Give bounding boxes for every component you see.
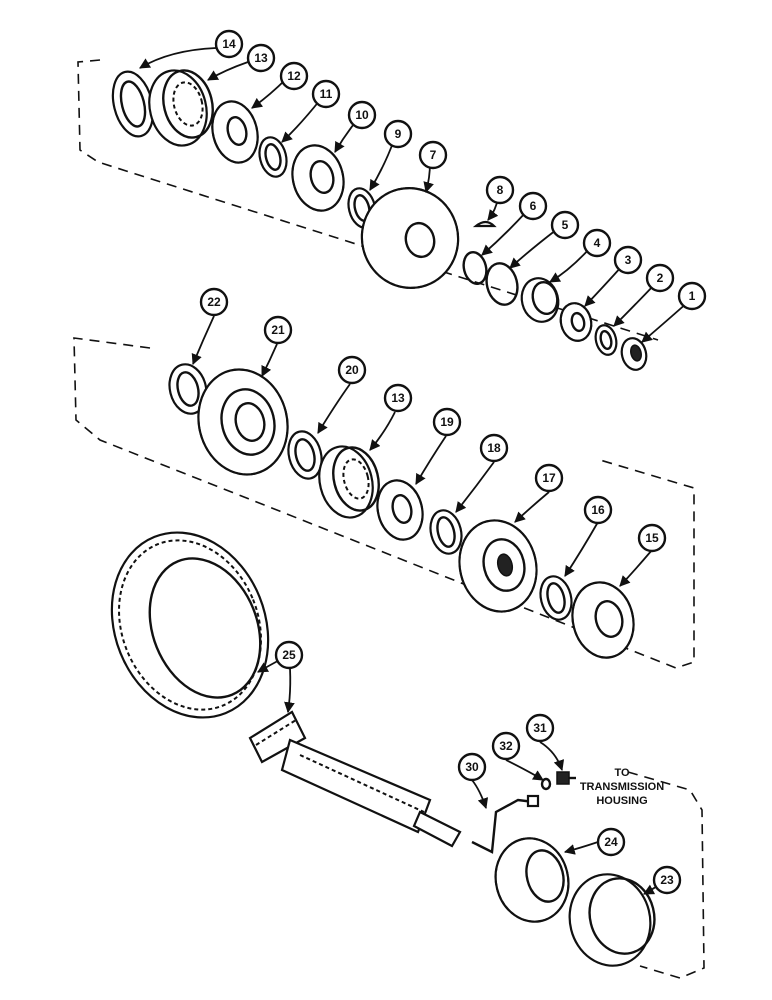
part-19-hub-gear — [376, 479, 424, 541]
part-10-gear — [291, 144, 345, 212]
part-21-gear — [197, 368, 289, 476]
callout-number: 5 — [562, 218, 569, 232]
lower-assembly-boundary — [627, 771, 705, 979]
callout-25: 25 — [274, 640, 304, 670]
callout-number: 31 — [533, 721, 547, 735]
callout-number: 22 — [207, 295, 221, 309]
part-24-bearing-cone — [494, 837, 570, 923]
callout-number: 14 — [222, 37, 236, 51]
part-6-snap-ring — [462, 251, 488, 285]
callout-number: 12 — [287, 69, 301, 83]
callout-number: 4 — [594, 236, 601, 250]
callout-number: 19 — [440, 415, 454, 429]
callout-number: 15 — [645, 531, 659, 545]
part-32-o-ring — [540, 777, 552, 791]
callout-3: 3 — [613, 245, 643, 275]
part-15-gear — [571, 581, 635, 659]
callout-32: 32 — [491, 731, 521, 761]
callout-number: 11 — [320, 87, 333, 101]
callout-number: 16 — [591, 503, 605, 517]
callout-number: 17 — [542, 471, 556, 485]
callout-number: 8 — [497, 183, 504, 197]
callout-17: 17 — [534, 463, 564, 493]
part-25-pinion-shaft — [248, 710, 462, 848]
part-3-bearing-cone — [559, 302, 593, 342]
part-7-sprocket — [360, 187, 460, 289]
callout-15: 15 — [637, 523, 667, 553]
callout-number: 13 — [391, 391, 405, 405]
callout-23: 23 — [652, 865, 682, 895]
callout-18: 18 — [479, 433, 509, 463]
callout-number: 9 — [395, 127, 402, 141]
transmission-housing-note: TO TRANSMISSION HOUSING — [580, 767, 664, 807]
callout-14: 14 — [214, 29, 244, 59]
part-12-hub-gear — [211, 100, 259, 164]
callout-10: 10 — [347, 100, 377, 130]
callout-number: 23 — [660, 873, 674, 887]
callout-19: 19 — [432, 407, 462, 437]
callout-number: 6 — [530, 199, 537, 213]
callout-13: 13 — [246, 43, 276, 73]
part-13-synchronizer-sleeve-lower — [318, 445, 380, 519]
callout-number: 18 — [487, 441, 501, 455]
callout-number: 3 — [625, 253, 632, 267]
callout-2: 2 — [645, 263, 675, 293]
upper-assembly-boundary — [77, 59, 659, 341]
callout-6: 6 — [518, 191, 548, 221]
callout-number: 21 — [271, 323, 285, 337]
part-25-ring-gear — [110, 531, 270, 719]
middle-assembly-boundary — [73, 337, 695, 669]
part-2-washer — [594, 324, 618, 356]
part-23-bearing-cup — [568, 873, 656, 967]
callout-number: 20 — [345, 363, 359, 377]
callout-11: 11 — [311, 79, 341, 109]
callout-8: 8 — [485, 175, 515, 205]
callout-30: 30 — [457, 752, 487, 782]
leader-lines — [139, 47, 689, 895]
part-4-bearing-cup — [520, 277, 560, 323]
note-line-1: TO — [614, 767, 630, 779]
part-30-tube — [471, 794, 540, 854]
part-1-seal — [620, 337, 648, 371]
callout-number: 13 — [254, 51, 268, 65]
part-5-snap-ring — [485, 262, 519, 306]
callout-number: 30 — [465, 760, 479, 774]
callout-4: 4 — [582, 228, 612, 258]
callout-number: 10 — [355, 108, 369, 122]
part-11-washer — [258, 136, 288, 178]
callout-number: 25 — [282, 648, 296, 662]
callout-number: 24 — [604, 835, 618, 849]
note-line-3: HOUSING — [596, 795, 647, 807]
callout-9: 9 — [383, 119, 413, 149]
callout-21: 21 — [263, 315, 293, 345]
part-17-gear — [458, 519, 538, 613]
part-22-thrust-washer — [168, 363, 208, 415]
part-20-washer — [287, 430, 323, 480]
callout-1: 1 — [677, 281, 707, 311]
callout-31: 31 — [525, 713, 555, 743]
callout-12: 12 — [279, 61, 309, 91]
note-line-2: TRANSMISSION — [580, 781, 664, 793]
callout-22: 22 — [199, 287, 229, 317]
callout-24: 24 — [596, 827, 626, 857]
callout-number: 1 — [689, 289, 696, 303]
callout-number: 7 — [430, 148, 437, 162]
part-16-washer — [539, 575, 573, 621]
callout-5: 5 — [550, 210, 580, 240]
callout-7: 7 — [418, 140, 448, 170]
callout-number: 2 — [657, 271, 664, 285]
part-13-synchronizer-sleeve — [148, 69, 214, 147]
callout-number: 32 — [499, 739, 513, 753]
callout-20: 20 — [337, 355, 367, 385]
callout-13-lower: 13 — [383, 383, 413, 413]
part-18-washer — [429, 509, 463, 555]
part-31-fitting — [556, 771, 576, 785]
part-8-key — [472, 220, 497, 228]
callout-16: 16 — [583, 495, 613, 525]
